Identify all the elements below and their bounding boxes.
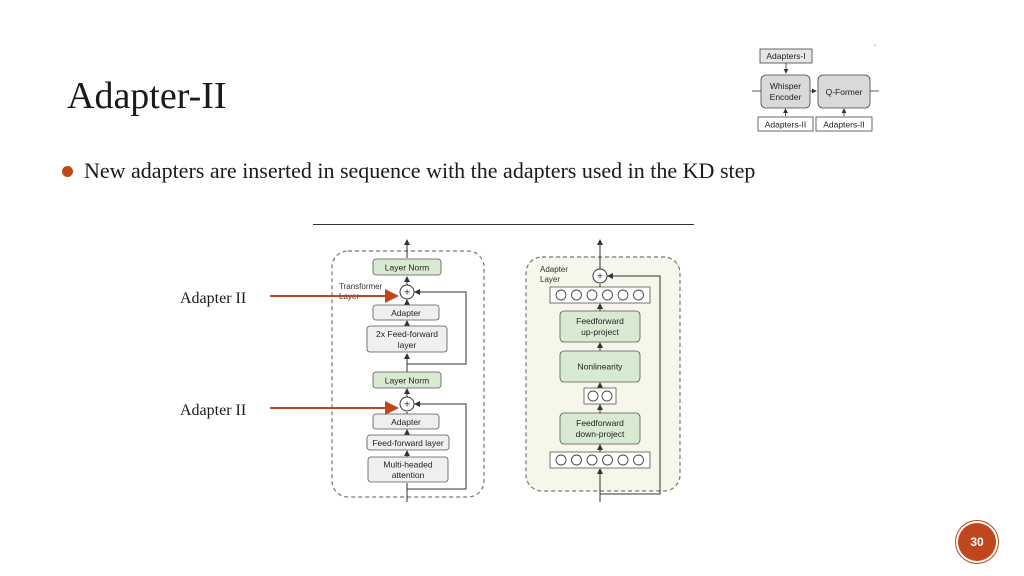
neuron-icon: [617, 289, 629, 301]
neuron-icon: [555, 454, 567, 466]
adapter-ii-label-upper: Adapter II: [180, 290, 247, 307]
horizontal-rule: [313, 224, 694, 225]
neuron-icon: [617, 454, 629, 466]
bullet-text: New adapters are inserted in sequence wi…: [84, 158, 756, 183]
neuron-icon: [601, 390, 613, 402]
residual-skip-upper: [407, 289, 467, 365]
neuron-icon: [602, 289, 613, 301]
ff2x-box: [366, 325, 448, 353]
residual-skip-lower: [407, 401, 467, 490]
neuron-icon: [633, 289, 644, 301]
page-number-badge: 30: [958, 523, 996, 561]
neuron-icon: [602, 454, 613, 466]
adapter-architecture-diagram: Layer Norm Transformer Layer + Adapter 2…: [270, 239, 681, 502]
mha-box: [367, 456, 449, 483]
bullet-dot-icon: [62, 165, 73, 177]
mha-label-1: Multi-headed: [383, 460, 432, 470]
transformer-layer-label-1: Transformer: [339, 282, 383, 291]
adapter-top-label: Adapter: [391, 308, 421, 318]
adapters-bottom-right-box: [815, 116, 873, 132]
bullet-item: New adapters are inserted in sequence wi…: [62, 156, 755, 186]
adapters-bottom-right-label: Adapters-II: [823, 120, 865, 130]
ff-up-label-1: Feedforward: [576, 316, 624, 326]
qformer-box: [817, 74, 871, 109]
nonlinearity-label: Nonlinearity: [578, 362, 624, 372]
neuron-icon: [586, 289, 598, 301]
adapter-bottom-label: Adapter: [391, 417, 421, 427]
residual-plus-lower-label: +: [404, 400, 410, 411]
neuron-icon: [587, 390, 599, 402]
neuron-icon: [555, 289, 567, 301]
slide-title: Adapter-II: [67, 75, 227, 117]
ff-down-label-1: Feedforward: [576, 418, 624, 428]
ff2x-label-1: 2x Feed-forward: [376, 329, 438, 339]
neuron-icon: [571, 289, 582, 301]
layer-norm-mid-label: Layer Norm: [385, 376, 429, 386]
mha-label-2: attention: [392, 470, 425, 480]
adapters-top-label: Adapters-I: [766, 51, 805, 61]
whisper-encoder-box: [760, 74, 811, 109]
layer-norm-top-box: [372, 258, 442, 276]
adapter-ii-label-lower: Adapter II: [180, 402, 247, 419]
layer-norm-top-label: Layer Norm: [385, 263, 429, 273]
adapter-skip-connection: [600, 273, 661, 495]
mid-vector-circles: [587, 390, 613, 402]
ff-down-label-2: down-project: [576, 429, 625, 439]
ff2x-label-2: layer: [398, 340, 417, 350]
top-vector-circles: [555, 289, 644, 301]
pipeline-tick: `: [874, 44, 877, 53]
whisper-label-2: Encoder: [770, 92, 802, 102]
neuron-icon: [633, 454, 644, 466]
ff-layer-label: Feed-forward layer: [372, 438, 444, 448]
residual-plus-upper-label: +: [404, 288, 410, 299]
whisper-label-1: Whisper: [770, 81, 801, 91]
adapters-bottom-left-label: Adapters-II: [765, 120, 807, 130]
qformer-label: Q-Former: [826, 87, 863, 97]
adapter-plus-label: +: [597, 272, 603, 283]
pipeline-diagram: Adapters-I Whisper Encoder Q-Former Adap…: [752, 44, 883, 133]
adapters-bottom-left-box: [757, 116, 814, 132]
neuron-icon: [571, 454, 582, 466]
bottom-vector-circles: [555, 454, 644, 466]
neuron-icon: [586, 454, 598, 466]
adapter-layer-label-2: Layer: [540, 275, 560, 284]
pipeline-frame: [754, 44, 883, 133]
adapter-layer-label-1: Adapter: [540, 265, 568, 274]
page-number: 30: [970, 535, 984, 549]
ff-up-label-2: up-project: [581, 327, 619, 337]
